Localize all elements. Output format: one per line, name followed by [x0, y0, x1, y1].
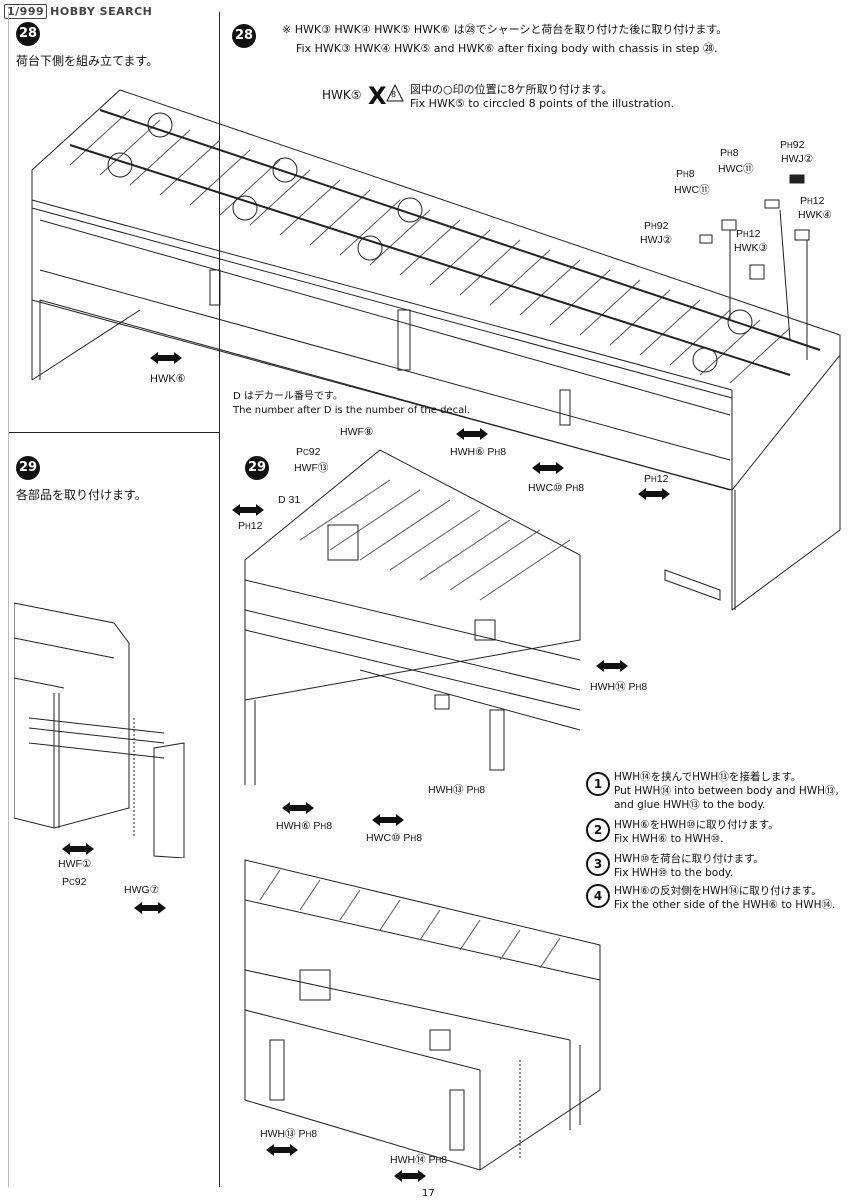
instruction-1-en1: Put HWH⑭ into between body and HWH⑬, — [614, 785, 839, 797]
part-hwk4-label: HWK④ — [798, 209, 832, 221]
page-number: 17 — [422, 1188, 435, 1199]
double-arrow-icon — [596, 660, 628, 672]
instruction-4-en1: Fix the other side of the HWH⑥ to HWH⑭. — [614, 899, 836, 911]
double-arrow-icon — [62, 843, 94, 855]
times-icon: X — [368, 82, 387, 110]
double-arrow-icon — [394, 1170, 426, 1182]
instruction-1-jp: HWH⑭を挟んでHWH⑬を接着します。 — [614, 771, 802, 783]
part-hwj2-label-2: HWJ② — [640, 234, 673, 246]
double-arrow-icon — [134, 902, 166, 914]
circled-note-en: Fix HWK⑤ to circcled 8 points of the ill… — [410, 97, 675, 110]
instruction-1-badge: 1 — [586, 772, 610, 796]
step-28-title: 荷台下側を組み立てます。 — [16, 54, 159, 68]
hwf1-label: HWF① — [58, 858, 92, 870]
hwh13-ph8-label: HWH⑬ PH8 — [428, 784, 486, 796]
part-ph8-label: PH8 — [720, 147, 739, 159]
hwh14-ph8-label: HWH⑭ PH8 — [590, 681, 648, 693]
watermark-logo: 1/999 — [4, 4, 48, 19]
page-border — [8, 12, 9, 1187]
step-29-badge: 29 — [16, 456, 40, 480]
step-28-badge: 28 — [16, 22, 40, 46]
instruction-4-jp: HWH⑥の反対側をHWH⑭に取り付けます。 — [614, 885, 822, 897]
step-28-badge-right: 28 — [232, 24, 256, 48]
hwh13-ph8-label-2: HWH⑬ PH8 — [260, 1128, 318, 1140]
pc92-label-2: PC92 — [296, 446, 321, 458]
d31-label: D 31 — [278, 494, 301, 506]
part-ph12-label: PH12 — [800, 195, 825, 207]
hwg7-label: HWG⑦ — [124, 884, 160, 896]
decal-note-jp: D はデカール番号です。 — [233, 391, 343, 402]
part-ph8-label-2: PH8 — [676, 168, 695, 180]
step-28-note-jp: ※ HWK③ HWK④ HWK⑤ HWK⑥ は㉘でシャーシと荷台を取り付けた後に… — [282, 23, 728, 36]
instruction-2-en1: Fix HWH⑥ to HWH⑩. — [614, 833, 724, 845]
instruction-3-badge: 3 — [586, 852, 610, 876]
hwh6-ph8-label-2: HWH⑥ PH8 — [276, 820, 333, 832]
step-29-badge-right: 29 — [245, 456, 269, 480]
decal-note-en: The number after D is the number of the … — [233, 405, 471, 416]
part-hwk3-label: HWK③ — [734, 242, 768, 254]
triangle-8-icon — [386, 84, 404, 102]
double-arrow-icon — [456, 428, 488, 440]
column-divider — [219, 12, 220, 1187]
watermark-text: HOBBY SEARCH — [50, 5, 153, 18]
step-29-left-illustration — [14, 602, 185, 858]
double-arrow-icon — [638, 488, 670, 500]
instruction-3-jp: HWH⑩を荷台に取り付けます。 — [614, 853, 765, 865]
double-arrow-icon — [150, 352, 182, 364]
double-arrow-icon — [232, 504, 264, 516]
circled-note-jp: 図中の○印の位置に8ケ所取り付けます。 — [410, 83, 613, 96]
hwk6-label: HWK⑥ — [150, 373, 186, 385]
hwf8-label: HWF⑧ — [340, 426, 374, 438]
double-arrow-icon — [372, 814, 404, 826]
hwc10-ph8-label-2: HWC⑩ PH8 — [366, 832, 423, 844]
part-ph12-label-2: PH12 — [736, 228, 761, 240]
double-arrow-icon — [282, 802, 314, 814]
step-28-illustration — [31, 89, 841, 611]
instruction-2-badge: 2 — [586, 818, 610, 842]
part-hwc11-label-2: HWC⑪ — [674, 184, 710, 196]
x8-count: 8 — [391, 90, 397, 99]
hwc10-ph8-label: HWC⑩ PH8 — [528, 482, 585, 494]
step-29-title: 各部品を取り付けます。 — [16, 488, 147, 502]
instruction-3-en1: Fix HWH⑩ to the body. — [614, 867, 733, 879]
ph12-label-step29: PH12 — [238, 520, 263, 532]
hwh6-ph8-label: HWH⑥ PH8 — [450, 446, 507, 458]
hwf13-label: HWF⑬ — [294, 462, 329, 474]
step-29-upper-illustration — [244, 449, 581, 785]
hwk5-label: HWK⑤ — [322, 88, 362, 102]
hwh14-ph8-label-2: HWH⑭ PH8 — [390, 1154, 448, 1166]
instruction-2-jp: HWH⑥をHWH⑩に取り付けます。 — [614, 819, 779, 831]
instruction-4-badge: 4 — [586, 884, 610, 908]
pc92-label: PC92 — [62, 876, 87, 888]
double-arrow-icon — [532, 462, 564, 474]
step-29-lower-illustration — [244, 859, 601, 1171]
part-hwc11-label: HWC⑪ — [718, 163, 754, 175]
step-28-note-en: Fix HWK③ HWK④ HWK⑤ and HWK⑥ after fixing… — [296, 42, 718, 55]
section-divider — [8, 432, 219, 433]
instruction-1-en2: and glue HWH⑬ to the body. — [614, 799, 766, 811]
part-ph92-label-2: PH92 — [644, 220, 669, 232]
part-hwj2-label: HWJ② — [781, 153, 814, 165]
double-arrow-icon — [266, 1144, 298, 1156]
part-ph92-label: PH92 — [780, 139, 805, 151]
part-ph12-label-3: PH12 — [644, 473, 669, 485]
